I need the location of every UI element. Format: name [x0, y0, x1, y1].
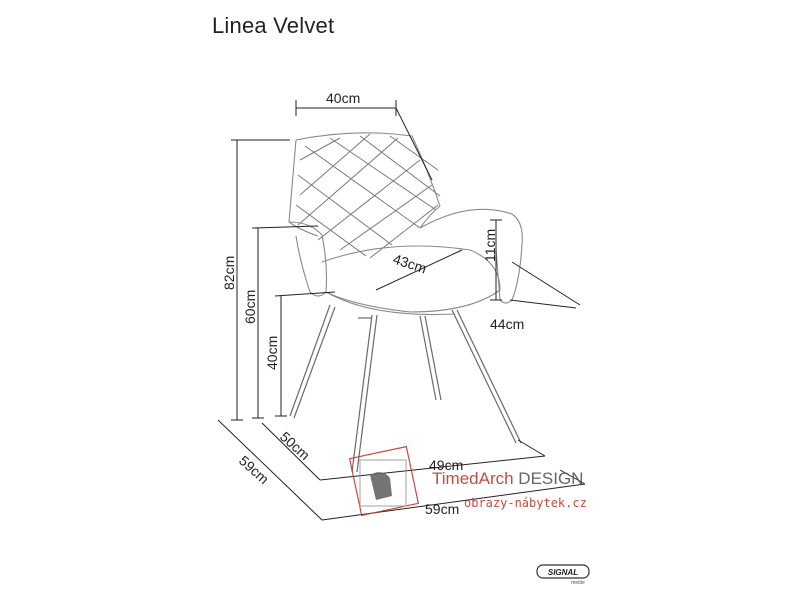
chair-legs: [289, 304, 522, 473]
watermark-chair-icon: [370, 472, 392, 500]
dim-seat-depth-label: 43cm: [391, 251, 429, 277]
dim-depth-a-label: 50cm: [277, 428, 313, 463]
signal-logo-text: SIGNAL: [548, 568, 578, 577]
signal-logo-sub: meble: [571, 580, 585, 586]
dimension-labels: 40cm 82cm 60cm 40cm 11cm 43cm 44cm 50cm …: [221, 90, 524, 517]
watermark: TimedArch DESIGN obrazy-nábytek.cz: [348, 445, 587, 517]
dim-depth-b-label: 59cm: [236, 452, 272, 487]
dim-armrest-label: 11cm: [482, 229, 498, 262]
watermark-url: obrazy-nábytek.cz: [464, 496, 587, 510]
page-title: Linea Velvet: [212, 13, 335, 38]
dim-width-b-label: 49cm: [429, 457, 463, 473]
dim-total-width-label: 44cm: [490, 316, 524, 332]
quilted-pattern: [295, 133, 441, 259]
signal-logo-badge: [536, 564, 590, 579]
signal-logo: SIGNAL meble: [536, 564, 590, 586]
chair-illustration: [288, 132, 523, 473]
dim-armrest-height-label: 60cm: [242, 290, 258, 324]
dim-seat-width-label: 40cm: [326, 90, 360, 106]
dim-seat-height-label: 40cm: [264, 336, 280, 370]
watermark-inner-frame: [359, 459, 407, 507]
watermark-frame: [348, 445, 420, 517]
dim-width-c-label: 59cm: [425, 501, 459, 517]
dim-total-height-label: 82cm: [221, 256, 237, 290]
watermark-brand: TimedArch DESIGN: [432, 469, 583, 488]
dimension-lines: [217, 100, 586, 521]
